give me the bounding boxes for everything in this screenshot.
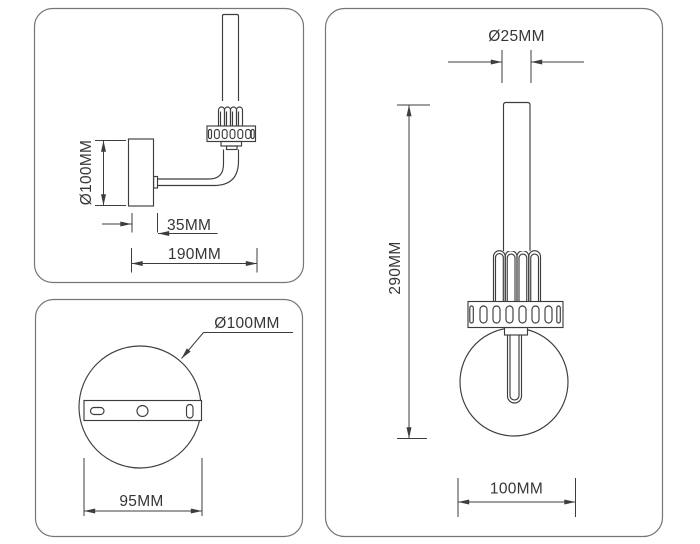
sconce-front-drawing [459,101,569,437]
overall-width-label: 100MM [490,481,543,498]
mounting-width-label: 95MM [119,493,163,510]
backplate-depth-dimension: 35MM [102,213,218,236]
backplate-diameter-callout: Ø100MM [181,315,293,359]
panel-border [34,298,304,538]
front-view-panel: Ø25MM [324,7,664,538]
candle-tube-outline [221,13,240,101]
overall-height-dimension: 290MM [387,104,430,439]
collar-ring [206,125,257,151]
slot-hole-vertical [185,403,194,419]
mounting-bracket [83,399,203,422]
globe-neck [503,326,529,336]
collar-ring [467,300,564,329]
overall-height-label: 290MM [387,241,404,294]
sconce-side-drawing [127,13,257,207]
inner-stem [506,334,523,404]
fluted-section [492,250,542,302]
candle-tube-outline [502,101,531,251]
slot-hole-horizontal [89,406,105,416]
leader-line [181,332,293,359]
curved-arm [153,149,240,189]
tube-diameter-dimension: Ø25MM [448,28,584,83]
projection-dimension: 190MM [131,246,258,273]
backplate-diameter-label: Ø100MM [214,315,280,332]
side-view-panel: Ø100MM 35MM 190MM [33,7,305,284]
backplate-diameter-dimension: Ø100MM [78,140,126,206]
backplate-diameter-label: Ø100MM [78,140,95,206]
projection-label: 190MM [168,246,221,263]
back-view-panel: Ø100MM 95MM [34,298,304,538]
backplate-depth-label: 35MM [167,217,211,234]
backplate-drawing [78,345,203,469]
overall-width-dimension: 100MM [457,478,576,517]
mounting-width-dimension: 95MM [83,458,203,516]
wall-plate [127,138,155,207]
center-hole [136,404,149,418]
panel-border [33,7,305,284]
tube-diameter-label: Ø25MM [488,28,545,45]
panel-border [324,7,664,538]
fluted-section [217,106,244,126]
